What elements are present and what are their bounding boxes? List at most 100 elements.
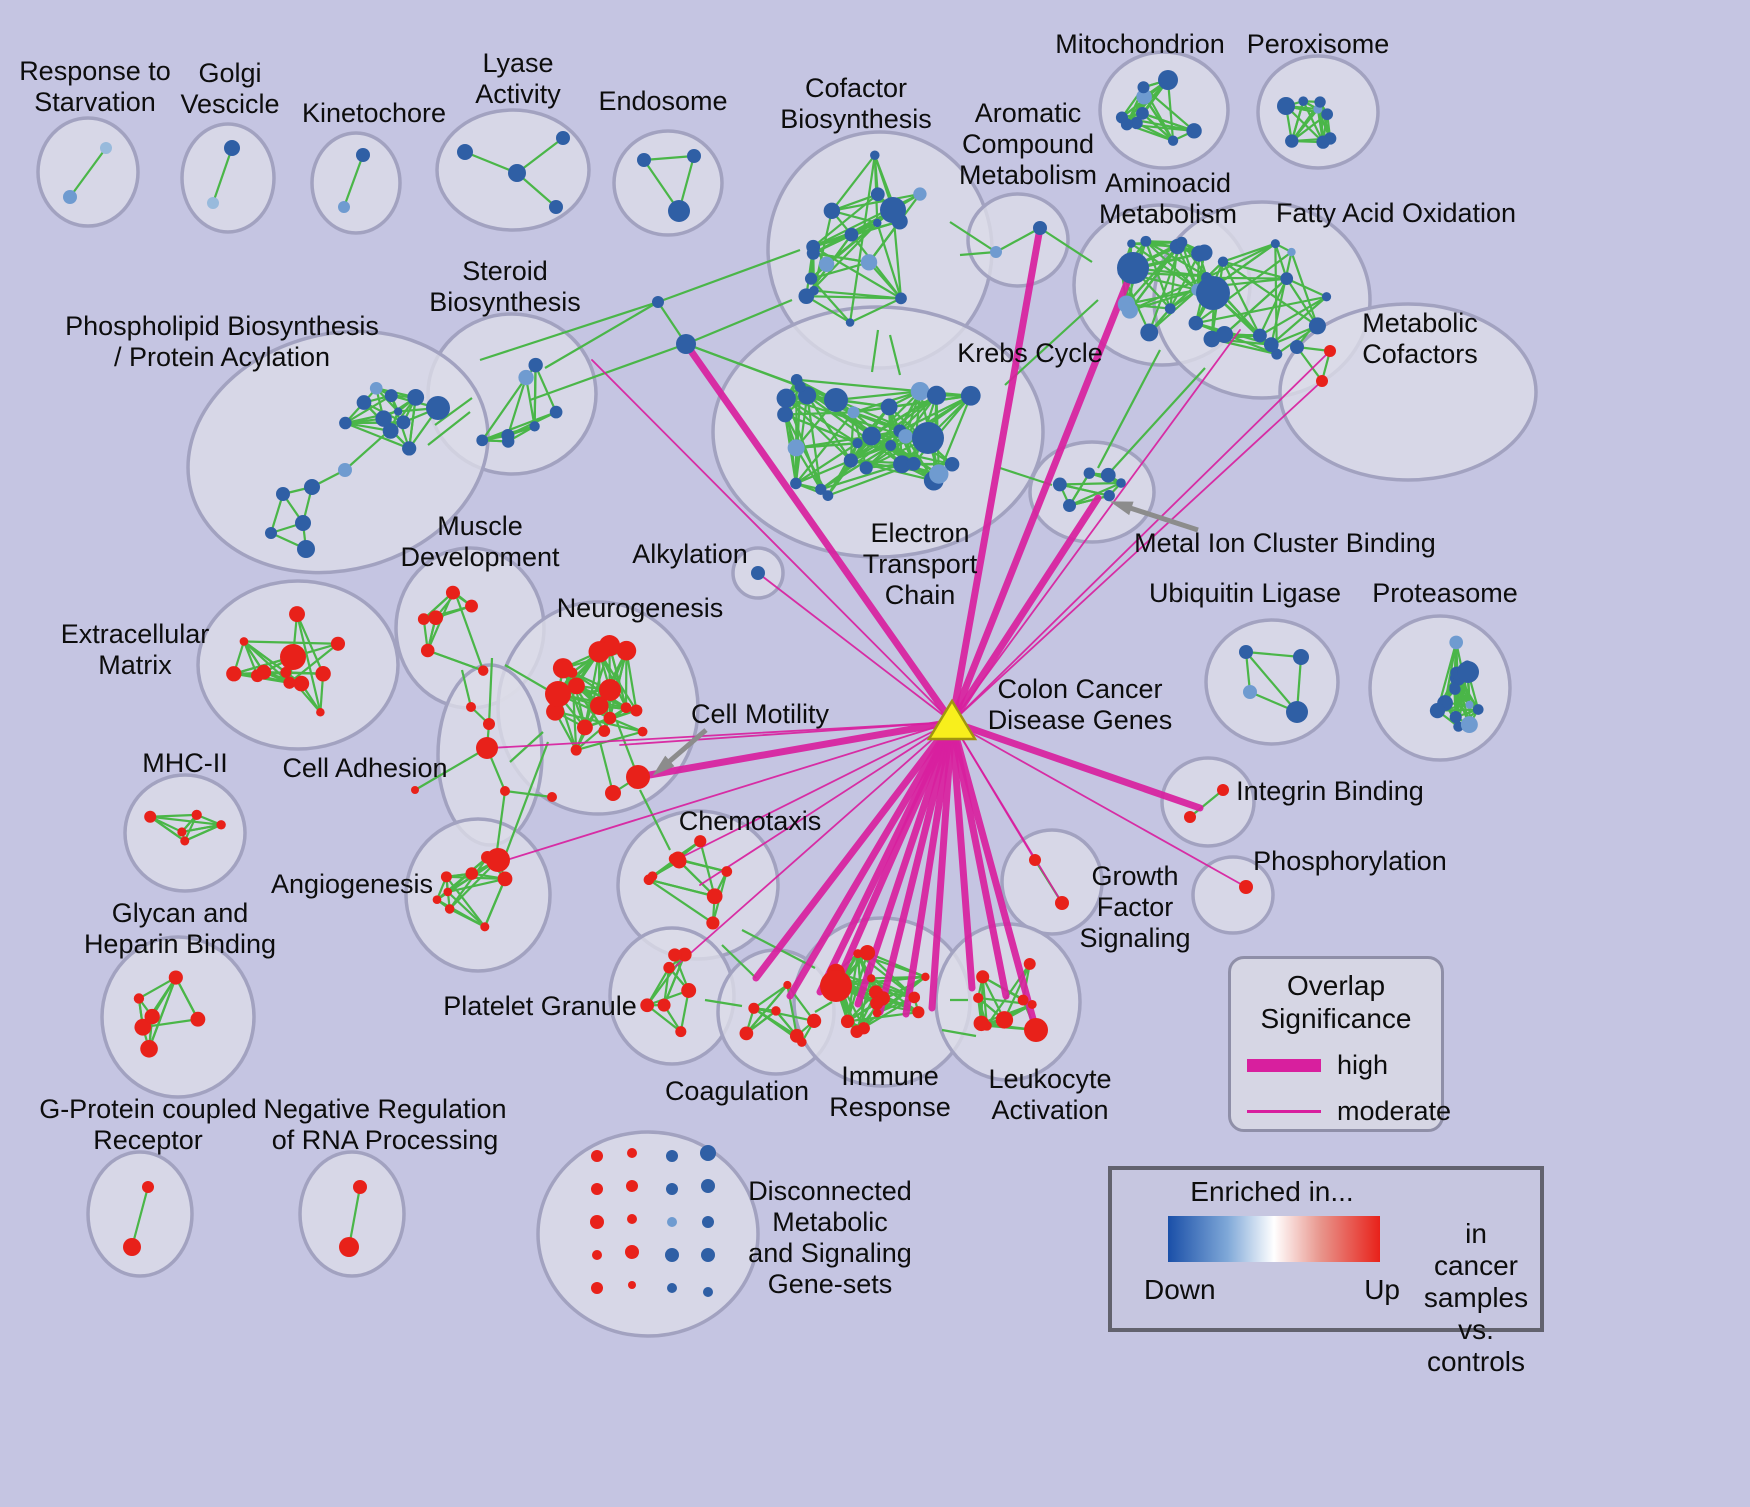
gene-set-node-electron-transport-chain[interactable] xyxy=(910,381,930,401)
gene-set-node-steroid-biosynthesis[interactable] xyxy=(501,428,515,443)
gene-set-node-chemotaxis[interactable] xyxy=(706,916,720,930)
gene-set-node-extracellular-matrix[interactable] xyxy=(330,636,346,651)
gene-set-node-phospholipid-biosynthesis[interactable] xyxy=(384,389,398,403)
gene-set-node-aminoacid-metabolism[interactable] xyxy=(1164,303,1176,315)
gene-set-node-kinetochore[interactable] xyxy=(356,148,370,162)
gene-set-node-proteasome[interactable] xyxy=(1429,702,1446,719)
gene-set-node-angiogenesis[interactable] xyxy=(440,871,452,883)
gene-set-node-kinetochore[interactable] xyxy=(338,201,350,213)
gene-set-node-disconnected-gene-sets[interactable] xyxy=(628,1281,636,1289)
gene-set-node-cofactor-biosynthesis[interactable] xyxy=(804,272,818,285)
gene-set-node-phospholipid-tail[interactable] xyxy=(265,527,277,539)
gene-set-node-phospholipid-biosynthesis[interactable] xyxy=(393,407,403,416)
gene-set-node-neurogenesis[interactable] xyxy=(599,679,621,701)
gene-set-node-glycan-heparin-binding[interactable] xyxy=(133,993,145,1004)
gene-set-node-aminoacid-metabolism[interactable] xyxy=(1121,302,1138,319)
gene-set-node-cofactor-biosynthesis[interactable] xyxy=(880,197,906,223)
gene-set-node-cofactor-biosynthesis[interactable] xyxy=(913,187,927,201)
gene-set-node-disconnected-gene-sets[interactable] xyxy=(626,1180,638,1192)
gene-set-node-coagulation[interactable] xyxy=(771,1006,781,1016)
gene-set-node-immune-response[interactable] xyxy=(867,974,876,983)
gene-set-node-cell-adhesion[interactable] xyxy=(466,702,476,712)
gene-set-node-disconnected-gene-sets[interactable] xyxy=(667,1283,677,1293)
gene-set-node-coagulation[interactable] xyxy=(807,1013,822,1029)
gene-set-node-platelet-granule[interactable] xyxy=(640,998,655,1013)
gene-set-node-glycan-heparin-binding[interactable] xyxy=(168,970,183,985)
gene-set-node-angiogenesis[interactable] xyxy=(465,867,479,880)
gene-set-node-phospholipid-biosynthesis[interactable] xyxy=(375,410,392,427)
gene-set-node-immune-response[interactable] xyxy=(840,1014,855,1029)
gene-set-node-immune-response[interactable] xyxy=(908,991,921,1004)
gene-set-node-immune-response[interactable] xyxy=(872,1008,882,1018)
gene-set-node-phospholipid-biosynthesis[interactable] xyxy=(382,422,399,439)
gene-set-node-immune-response[interactable] xyxy=(921,972,930,982)
gene-set-node-phospholipid-tail[interactable] xyxy=(338,463,352,477)
gene-set-node-peroxisome[interactable] xyxy=(1314,96,1326,108)
gene-set-node-immune-response[interactable] xyxy=(859,944,876,961)
gene-set-node-electron-transport-chain[interactable] xyxy=(822,490,834,502)
gene-set-node-extracellular-matrix[interactable] xyxy=(293,675,310,692)
gene-set-node-neurogenesis[interactable] xyxy=(568,677,585,695)
gene-set-node-peroxisome[interactable] xyxy=(1298,96,1309,107)
gene-set-node-electron-transport-chain[interactable] xyxy=(794,381,806,393)
gene-set-node-aminoacid-metabolism[interactable] xyxy=(1117,252,1149,284)
gene-set-node-response-to-starvation[interactable] xyxy=(63,190,77,204)
gene-set-node-fatty-acid-oxidation[interactable] xyxy=(1280,272,1294,285)
gene-set-node-glycan-heparin-binding[interactable] xyxy=(134,1018,152,1036)
gene-set-node-phospholipid-biosynthesis[interactable] xyxy=(356,395,372,410)
gene-set-node-electron-transport-chain[interactable] xyxy=(898,429,913,444)
gene-set-node-extracellular-matrix[interactable] xyxy=(315,666,331,682)
gene-set-node-electron-transport-chain[interactable] xyxy=(859,461,873,475)
gene-set-node-g-protein-coupled-receptor[interactable] xyxy=(123,1238,141,1256)
gene-set-node-electron-transport-chain[interactable] xyxy=(944,456,960,472)
gene-set-node-alkylation[interactable] xyxy=(751,566,765,580)
gene-set-node-proteasome[interactable] xyxy=(1457,661,1479,683)
gene-set-node-electron-transport-chain[interactable] xyxy=(880,398,898,416)
gene-set-node-disconnected-gene-sets[interactable] xyxy=(591,1150,603,1162)
gene-set-node-muscle-development[interactable] xyxy=(417,613,430,625)
gene-set-node-electron-transport-chain[interactable] xyxy=(862,426,881,446)
gene-set-node-electron-transport-chain[interactable] xyxy=(893,455,911,474)
gene-set-node-extracellular-matrix[interactable] xyxy=(289,606,305,623)
gene-set-node-aminoacid-metabolism[interactable] xyxy=(1140,235,1152,247)
gene-set-node-leukocyte-activation[interactable] xyxy=(973,1015,990,1032)
gene-set-node-immune-response[interactable] xyxy=(912,1006,925,1019)
gene-set-node-proteasome[interactable] xyxy=(1449,683,1461,695)
gene-set-node-muscle-development[interactable] xyxy=(428,610,444,626)
gene-set-node-leukocyte-activation[interactable] xyxy=(1017,994,1029,1006)
gene-set-node-disconnected-gene-sets[interactable] xyxy=(627,1148,637,1158)
gene-set-node-endosome[interactable] xyxy=(687,149,701,163)
gene-set-node-leukocyte-activation[interactable] xyxy=(973,992,984,1004)
gene-set-node-neurogenesis[interactable] xyxy=(577,719,593,736)
gene-set-node-neurogenesis[interactable] xyxy=(589,696,609,715)
gene-set-node-cofactor-biosynthesis[interactable] xyxy=(806,246,820,260)
gene-set-node-metabolic-cofactors[interactable] xyxy=(1324,345,1336,357)
gene-set-node-peroxisome[interactable] xyxy=(1285,134,1299,148)
gene-set-node-peroxisome[interactable] xyxy=(1277,97,1295,115)
gene-set-node-disconnected-gene-sets[interactable] xyxy=(666,1183,678,1195)
gene-set-node-platelet-granule[interactable] xyxy=(668,948,682,962)
gene-set-node-electron-transport-chain[interactable] xyxy=(929,464,949,484)
gene-set-node-cofactor-biosynthesis[interactable] xyxy=(823,202,841,220)
gene-set-node-phosphorylation[interactable] xyxy=(1239,880,1253,894)
gene-set-node-mitochondrion[interactable] xyxy=(1136,106,1149,120)
gene-set-node-steroid-biosynthesis[interactable] xyxy=(518,369,534,386)
gene-set-node-fatty-acid-oxidation[interactable] xyxy=(1263,337,1279,352)
gene-set-node-extracellular-matrix[interactable] xyxy=(226,666,242,682)
gene-set-node-mhc-ii[interactable] xyxy=(144,810,157,823)
gene-set-node-cofactor-biosynthesis[interactable] xyxy=(870,187,885,202)
gene-set-node-leukocyte-activation[interactable] xyxy=(995,1011,1014,1029)
gene-set-node-neurogenesis[interactable] xyxy=(630,704,643,717)
gene-set-node-cell-motility[interactable] xyxy=(626,765,650,789)
gene-set-node-phospholipid-biosynthesis[interactable] xyxy=(426,396,450,420)
gene-set-node-steroid-biosynthesis[interactable] xyxy=(529,421,540,432)
gene-set-node-aminoacid-metabolism[interactable] xyxy=(1140,323,1159,342)
gene-set-node-mhc-ii[interactable] xyxy=(191,809,202,821)
gene-set-node-metal-ion-cluster-binding[interactable] xyxy=(1063,499,1077,513)
gene-set-node-neurogenesis[interactable] xyxy=(546,702,565,721)
gene-set-node-cell-adhesion[interactable] xyxy=(547,792,557,802)
gene-set-node-aromatic-compound-metabolism[interactable] xyxy=(1033,221,1047,235)
gene-set-node-neurogenesis[interactable] xyxy=(570,744,582,756)
gene-set-node-mitochondrion[interactable] xyxy=(1136,89,1152,105)
gene-set-node-electron-transport-chain[interactable] xyxy=(790,477,802,490)
